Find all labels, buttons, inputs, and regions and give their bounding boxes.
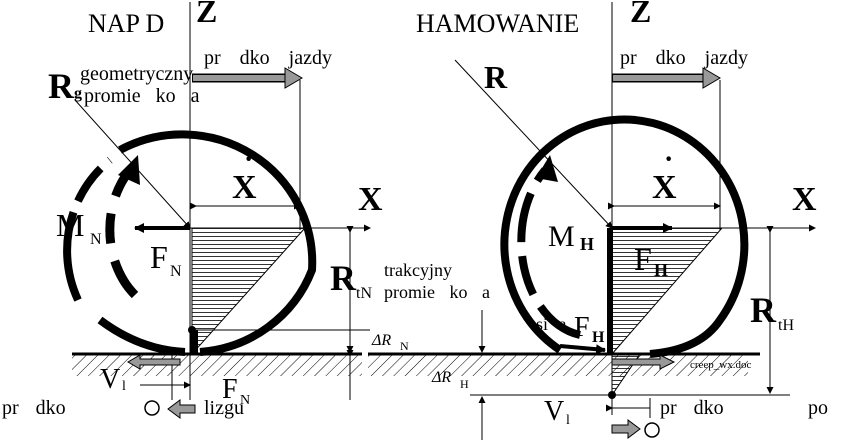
- left-direction-label: pr dko jazdy: [204, 47, 332, 69]
- left-moment-arrowhead: [118, 155, 140, 185]
- left-radius-caption-2: promie ko a: [84, 85, 200, 107]
- left-xdot-dot: ·: [244, 144, 253, 175]
- right-slip-label-right: po: [808, 397, 828, 419]
- left-bottom-slip-arrow: [167, 399, 196, 419]
- right-title: HAMOWANIE: [416, 9, 579, 38]
- left-v-symbol: V: [100, 364, 120, 395]
- right-force-symbol: F: [634, 241, 652, 277]
- right-radius-symbol: R: [484, 59, 508, 95]
- left-slip-label-right: lizgu: [204, 397, 244, 419]
- left-radius-caption-1: geometryczny: [80, 63, 193, 85]
- left-rt-symbol: R: [330, 258, 357, 298]
- left-title: NAP D: [88, 9, 164, 38]
- right-delta-symbol: ΔR: [431, 369, 451, 386]
- left-v-subscript: l: [122, 379, 126, 394]
- left-bottom-force-symbol: F: [222, 374, 238, 405]
- left-tire-lower-left: [97, 316, 186, 356]
- right-xdot-label: X: [652, 169, 677, 206]
- right-bottom-slip-arrow: [611, 419, 641, 439]
- right-moment-arc: [517, 167, 581, 339]
- right-x-label: X: [792, 181, 817, 218]
- left-radius-subscript: g: [74, 85, 82, 102]
- right-v-symbol: V: [544, 396, 564, 427]
- right-bottom-force-subscript: H: [592, 329, 605, 346]
- left-force-subscript: N: [170, 263, 182, 280]
- left-force-symbol: F: [150, 239, 168, 275]
- left-tire-left-arc: [63, 156, 113, 302]
- right-slip-label-left: pr dko: [660, 397, 724, 419]
- right-contact-block: [607, 228, 613, 354]
- left-radius-line: [74, 99, 191, 229]
- left-moment-symbol: M: [56, 207, 84, 243]
- left-z-label: Z: [196, 0, 217, 29]
- right-contact-dot: [608, 391, 616, 399]
- left-delta-subscript: N: [400, 339, 409, 353]
- right-direction-label: pr dko jazdy: [620, 47, 748, 69]
- right-force-subscript: H: [654, 260, 668, 280]
- left-delta-symbol: ΔR: [371, 332, 391, 349]
- left-panel: NAP D Z pr dko jazdy R g geometryczny pr…: [2, 0, 490, 419]
- right-speed-arrowhead: [702, 67, 721, 89]
- right-moment-subscript: H: [580, 234, 594, 254]
- left-xdot-label: X: [232, 169, 257, 206]
- left-contact-block: [190, 330, 198, 354]
- left-rt-subscript: tN: [356, 285, 372, 302]
- left-slip-label-left: pr dko: [2, 397, 66, 419]
- left-contact-dot: [188, 326, 196, 334]
- right-z-label: Z: [630, 0, 651, 29]
- right-sila-label: si a: [536, 314, 567, 334]
- right-moment-symbol: M: [548, 220, 575, 253]
- right-radius-line: [454, 59, 613, 229]
- left-moment-arc: [105, 167, 139, 299]
- right-moment-arrowhead: [536, 155, 558, 182]
- right-panel: HAMOWANIE Z pr dko jazdy R X X · M H F H…: [368, 0, 828, 440]
- right-delta-subscript: H: [460, 377, 469, 391]
- right-v-subscript: l: [566, 413, 570, 428]
- left-slip-arrow: [127, 354, 181, 370]
- right-ground-slip-arrow: [611, 354, 676, 370]
- right-bottom-force-symbol: F: [574, 312, 590, 343]
- right-sila-arrow: [559, 344, 606, 355]
- left-radius-symbol: R: [48, 66, 75, 106]
- right-tire-outer: [500, 115, 749, 358]
- right-rt-subscript: tH: [778, 317, 794, 334]
- right-xdot-dot: ·: [664, 144, 673, 175]
- left-speed-arrowhead: [284, 67, 303, 89]
- left-rt-caption-1: trakcyjny: [384, 260, 452, 280]
- left-x-label: X: [358, 181, 383, 218]
- left-rt-caption-2: promie ko a: [384, 282, 490, 302]
- right-slip-circle: [644, 422, 660, 438]
- left-slip-circle: [144, 400, 160, 416]
- right-file-label: creep_wx.doc: [690, 359, 752, 371]
- right-rt-symbol: R: [750, 290, 777, 330]
- left-bottom-force-subscript: N: [240, 393, 250, 408]
- left-moment-subscript: N: [90, 231, 102, 248]
